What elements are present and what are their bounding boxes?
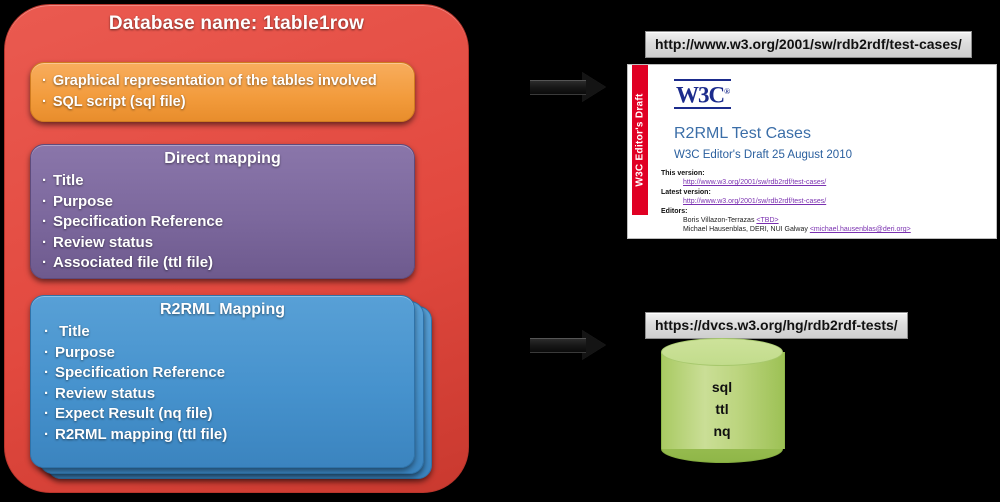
r2rml-mapping-title: R2RML Mapping: [159, 301, 286, 318]
file-type-ttl: ttl: [715, 401, 729, 417]
arrow-head: [582, 72, 606, 102]
r2rml-mapping-panel[interactable]: R2RML Mapping Title Purpose Specificatio…: [30, 295, 415, 468]
latest-version-link[interactable]: http://www.w3.org/2001/sw/rdb2rdf/test-c…: [683, 198, 827, 206]
arrow-right-icon-bottom: [530, 330, 610, 360]
list-item: Associated file (ttl file): [42, 253, 414, 274]
list-item: Purpose: [42, 192, 414, 213]
w3c-page-metadata: This version: http://www.w3.org/2001/sw/…: [661, 169, 911, 235]
this-version-label: This version:: [661, 170, 705, 177]
w3c-logo-text: W3C: [676, 82, 725, 108]
w3c-logo: W3C®: [674, 79, 732, 109]
list-item: Title: [42, 171, 414, 192]
schema-panel-list: Graphical representation of the tables i…: [31, 63, 414, 113]
list-item: SQL script (sql file): [42, 92, 414, 113]
list-item: Graphical representation of the tables i…: [42, 71, 414, 92]
direct-mapping-panel[interactable]: Direct mapping Title Purpose Specificati…: [30, 144, 415, 279]
latest-version-label: Latest version:: [661, 188, 711, 196]
this-version-link[interactable]: http://www.w3.org/2001/sw/rdb2rdf/test-c…: [683, 179, 827, 187]
dvcs-url-label[interactable]: https://dvcs.w3.org/hg/rdb2rdf-tests/: [645, 312, 908, 339]
editor-2-name: Michael Hausenblas, DERI, NUI Galway: [683, 226, 808, 234]
file-type-nq: nq: [713, 423, 731, 439]
test-cases-url-label[interactable]: http://www.w3.org/2001/sw/rdb2rdf/test-c…: [645, 31, 972, 58]
cylinder-body: [661, 352, 785, 449]
arrow-shaft: [530, 338, 586, 353]
cylinder-top-ellipse: [661, 338, 783, 366]
list-item: Specification Reference: [42, 212, 414, 233]
editors-label: Editors:: [661, 207, 688, 215]
w3c-page-heading: R2RML Test Cases: [674, 125, 811, 142]
list-item: Review status: [44, 384, 414, 405]
direct-mapping-list: Title Purpose Specification Reference Re…: [31, 170, 414, 274]
file-type-sql: sql: [711, 379, 733, 395]
editor-entry-2: Michael Hausenblas, DERI, NUI Galway <mi…: [661, 225, 911, 234]
r2rml-mapping-stack: R2RML Mapping Title Purpose Specificatio…: [30, 295, 432, 479]
list-item: R2RML mapping (ttl file): [44, 425, 414, 446]
list-item: Review status: [42, 233, 414, 254]
arrow-right-icon-top: [530, 72, 610, 102]
arrow-head: [582, 330, 606, 360]
w3c-page-subheading: W3C Editor's Draft 25 August 2010: [674, 149, 852, 161]
page-title: Database name: 1table1row: [108, 13, 365, 34]
list-item: Specification Reference: [44, 363, 414, 384]
w3c-page-screenshot[interactable]: W3C Editor's Draft W3C® R2RML Test Cases…: [627, 64, 997, 239]
editor-2-contact[interactable]: <michael.hausenblas@deri.org>: [809, 226, 911, 234]
arrow-shaft: [530, 80, 586, 95]
editor-1-contact[interactable]: <TBD>: [756, 217, 779, 225]
repository-cylinder-icon[interactable]: sql ttl nq: [661, 338, 785, 463]
list-item: Title: [44, 322, 414, 343]
w3c-logo-sup: ®: [724, 87, 730, 96]
database-container: Database name: 1table1row Graphical repr…: [4, 4, 469, 493]
schema-panel[interactable]: Graphical representation of the tables i…: [30, 62, 415, 122]
r2rml-mapping-list: Title Purpose Specification Reference Re…: [31, 321, 414, 445]
direct-mapping-title: Direct mapping: [164, 150, 281, 167]
w3c-editors-draft-ribbon: W3C Editor's Draft: [632, 65, 648, 215]
list-item: Expect Result (nq file): [44, 404, 414, 425]
editor-1-name: Boris Villazon-Terrazas: [683, 217, 755, 225]
ribbon-label: W3C Editor's Draft: [634, 93, 646, 187]
list-item: Purpose: [44, 343, 414, 364]
editor-entry-1: Boris Villazon-Terrazas <TBD>: [661, 216, 911, 225]
cylinder-file-types: sql ttl nq: [661, 376, 783, 442]
